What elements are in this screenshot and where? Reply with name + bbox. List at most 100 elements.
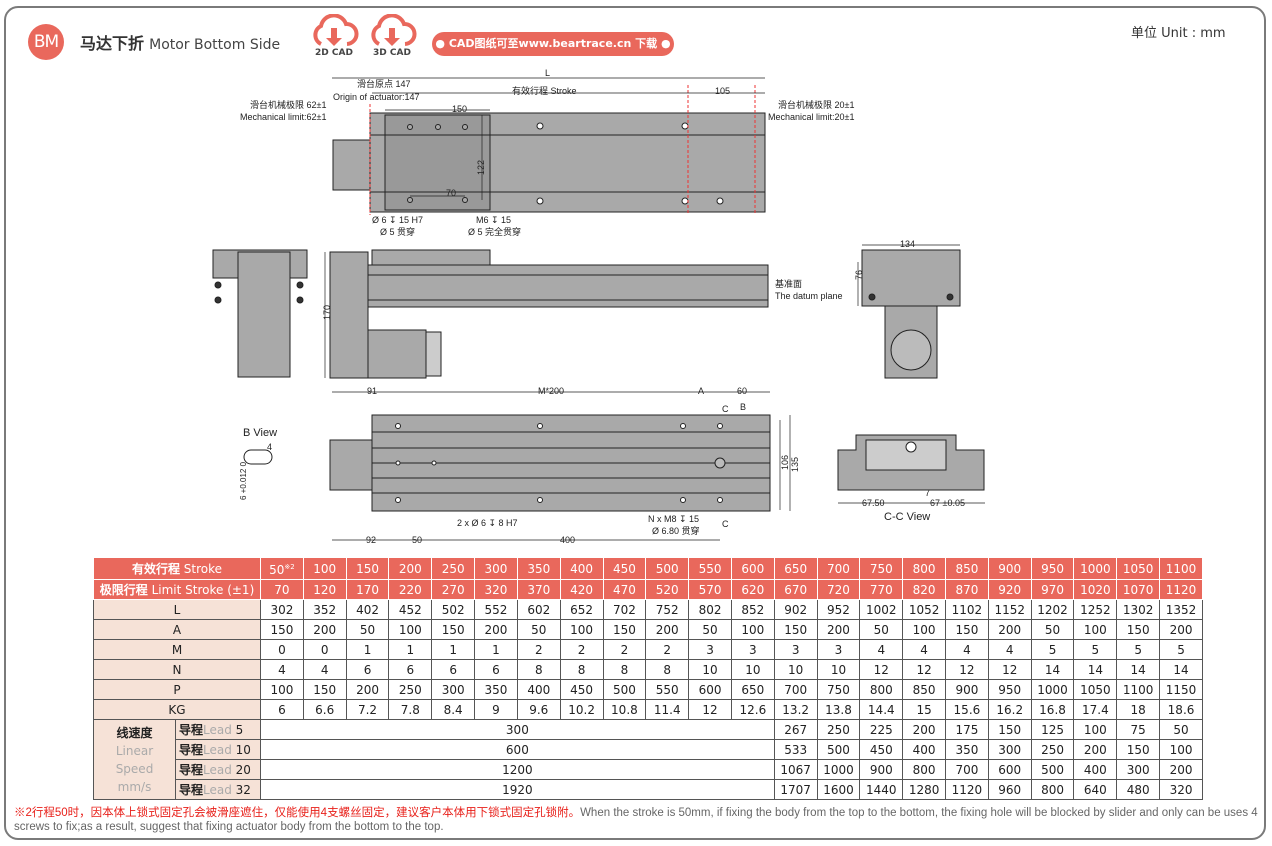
cell-text: 200 xyxy=(998,622,1022,637)
cell-text: 320 xyxy=(1169,782,1193,797)
stroke-cell: 550 xyxy=(688,557,732,580)
cell-text: 50 xyxy=(269,563,285,577)
cell-text: 250 xyxy=(1041,742,1064,757)
cell-text: 200 xyxy=(1169,762,1193,777)
speed-cell: 250 xyxy=(816,719,861,740)
table-cell: 250 xyxy=(388,679,433,700)
cell-text: 2 xyxy=(663,642,672,657)
cell-text: 1 xyxy=(449,642,457,657)
b-view-slot xyxy=(243,449,273,465)
cad-download-link[interactable]: ● CAD图纸可至www.beartrace.cn 下载 ● xyxy=(432,32,674,56)
cell-text: 3 xyxy=(749,642,757,657)
dimension-label: 134 xyxy=(900,239,915,249)
cell-text: 800 xyxy=(869,682,893,697)
table-cell: 952 xyxy=(816,599,861,620)
cell-text: 8 xyxy=(534,662,543,677)
cell-text: Speed xyxy=(115,761,154,776)
cc-section-view xyxy=(837,434,985,491)
cell-text: 500 xyxy=(655,561,679,576)
cell-text: 920 xyxy=(998,582,1022,597)
cell-text: 14 xyxy=(1130,662,1146,677)
cell-text: 8 xyxy=(663,662,672,677)
speed-cell: 150 xyxy=(987,719,1032,740)
speed-cell: 100 xyxy=(1073,719,1118,740)
cell-text: 100 xyxy=(270,682,294,697)
table-cell: 150 xyxy=(1116,619,1161,640)
cell-text: Lead xyxy=(203,742,232,757)
cell-text: 5 xyxy=(235,722,244,737)
limit-stroke-cell: 320 xyxy=(474,579,518,600)
stroke-cell: 450 xyxy=(602,557,647,580)
cell-text: 6 xyxy=(492,662,500,677)
cell-text: 12 xyxy=(1002,662,1018,677)
cell-text: 1050 xyxy=(1080,682,1111,697)
table-cell: 1302 xyxy=(1116,599,1161,620)
cell-text: 220 xyxy=(398,582,422,597)
stroke-cell: 500 xyxy=(645,557,690,580)
cell-text: 20 xyxy=(235,762,251,777)
cell-text: 6 xyxy=(278,702,286,717)
cell-text: 150 xyxy=(313,682,337,697)
table-cell: 0 xyxy=(260,639,304,660)
limit-stroke-cell: 420 xyxy=(559,579,604,600)
table-cell: 4 xyxy=(859,639,904,660)
table-cell: 12 xyxy=(902,659,946,680)
table-cell: 12 xyxy=(688,699,732,720)
cell-text: 导程 xyxy=(179,722,204,737)
speed-cell: 700 xyxy=(945,759,989,780)
cell-text: 200 xyxy=(827,622,850,637)
dimension-label: 106 xyxy=(780,455,790,470)
dimension-label: B View xyxy=(243,427,277,439)
cell-text: 32 xyxy=(235,782,251,797)
cell-text: 100 xyxy=(912,622,936,637)
table-cell: 802 xyxy=(688,599,732,620)
table-cell: 900 xyxy=(945,679,989,700)
row-label: A xyxy=(93,619,261,640)
table-cell: 450 xyxy=(559,679,604,700)
cell-text: 13.2 xyxy=(782,702,810,717)
speed-merged-cell: 1200 xyxy=(260,759,775,780)
cell-text: 5 xyxy=(1177,642,1185,657)
dimension-label: Origin of actuator:147 xyxy=(333,92,420,102)
cell-text: 150 xyxy=(356,561,379,576)
cell-text: 100 xyxy=(1083,622,1107,637)
table-cell: 150 xyxy=(431,619,476,640)
table-cell: 2 xyxy=(559,639,604,660)
table-cell: 300 xyxy=(431,679,476,700)
download-3d-cad-button[interactable]: 3D CAD xyxy=(366,14,418,58)
table-cell: 100 xyxy=(559,619,604,640)
cell-text: 200 xyxy=(356,682,379,697)
speed-cell: 225 xyxy=(859,719,904,740)
table-cell: 4 xyxy=(987,639,1032,660)
cell-text: 100 xyxy=(1083,722,1107,737)
table-cell: 902 xyxy=(773,599,818,620)
cell-text: 7.8 xyxy=(400,702,420,717)
download-2d-cad-button[interactable]: 2D CAD xyxy=(308,14,360,58)
table-cell: 200 xyxy=(345,679,390,700)
table-cell: 402 xyxy=(345,599,390,620)
cell-text: 10 xyxy=(235,742,251,757)
stroke-cell: 650 xyxy=(773,557,818,580)
dimension-label: 91 xyxy=(367,386,377,396)
speed-cell: 1600 xyxy=(816,779,861,800)
cell-text: 400 xyxy=(570,561,594,576)
dimension-label: Mechanical limit:62±1 xyxy=(240,112,326,122)
cell-text: 902 xyxy=(784,602,808,617)
speed-cell: 100 xyxy=(1159,739,1203,760)
speed-cell: 800 xyxy=(902,759,946,780)
table-cell: 6.6 xyxy=(302,699,347,720)
cell-text: 700 xyxy=(955,762,979,777)
cell-text: 10 xyxy=(788,662,804,677)
cell-text: 150 xyxy=(955,622,979,637)
cell-text: 5 xyxy=(1091,642,1100,657)
dimension-label: 400 xyxy=(560,535,575,545)
cell-text: 10 xyxy=(702,662,718,677)
cell-text: 1120 xyxy=(951,782,983,797)
dimension-label: 67.50 xyxy=(862,498,885,508)
table-cell: 1150 xyxy=(1159,679,1203,700)
speed-cell: 500 xyxy=(816,739,861,760)
cad-3d-label: 3D CAD xyxy=(373,48,411,58)
cell-text: 640 xyxy=(1083,782,1107,797)
